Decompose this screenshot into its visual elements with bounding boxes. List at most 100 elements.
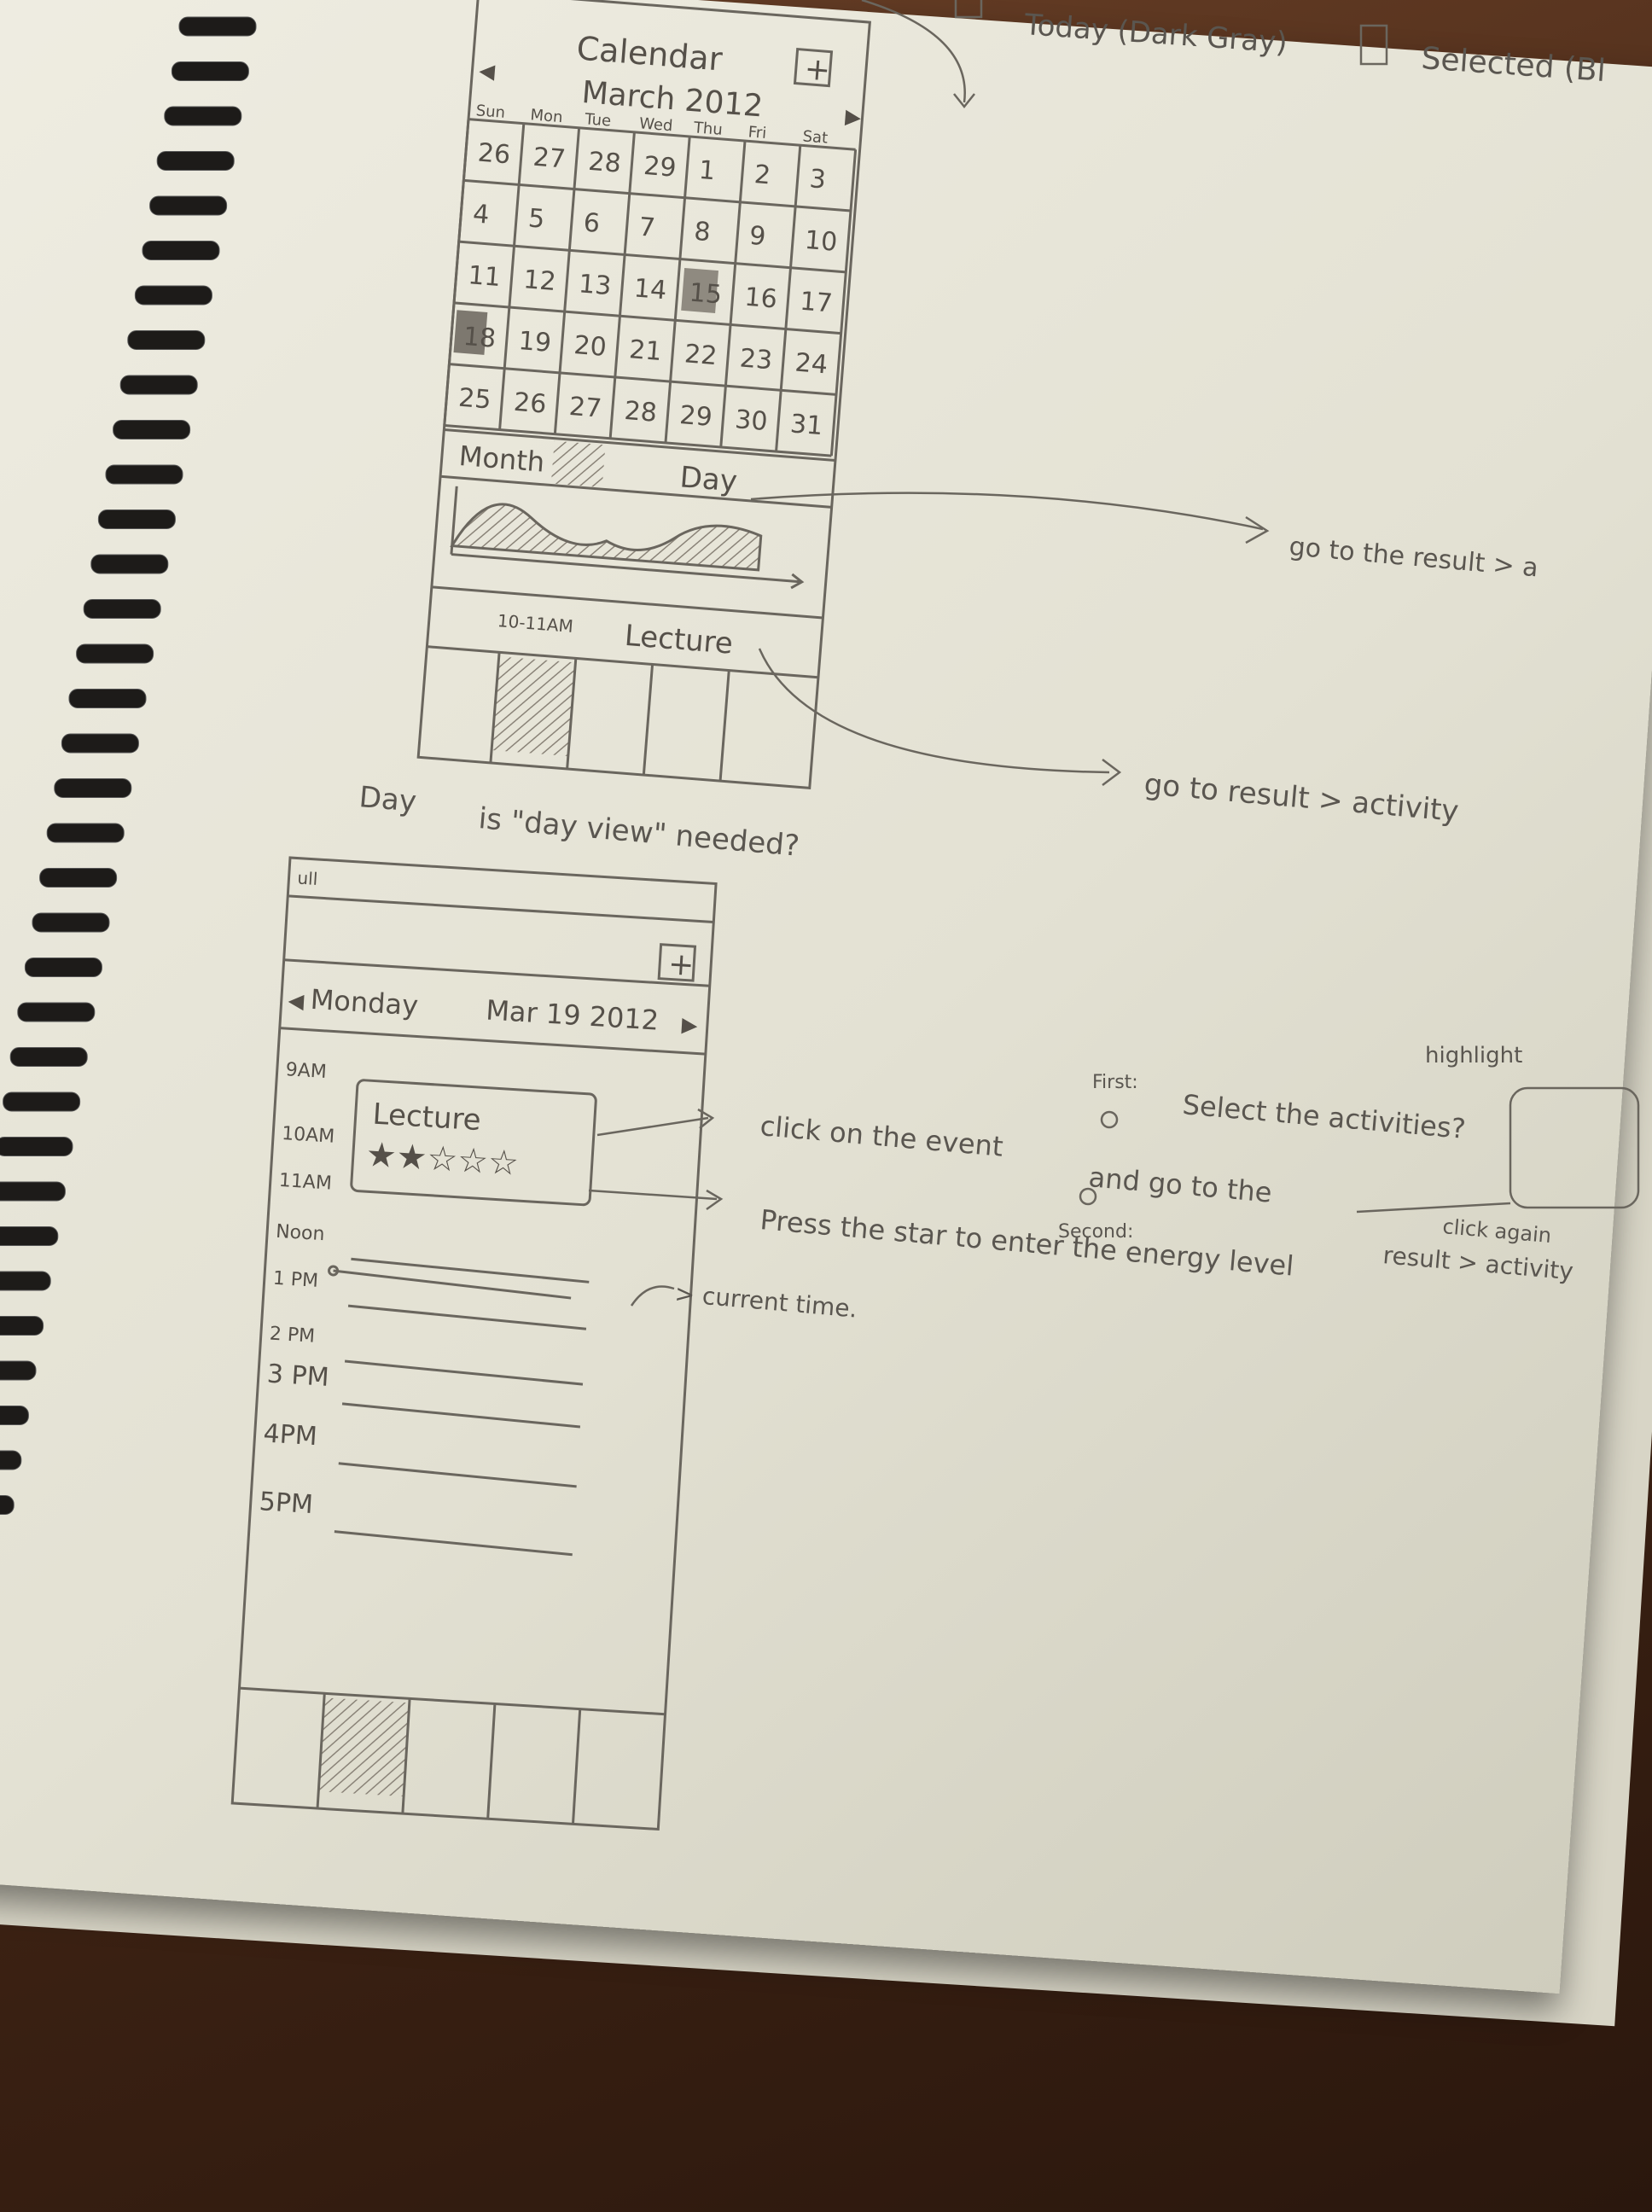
spiral-ring (105, 464, 183, 485)
spiral-ring (0, 1316, 44, 1336)
energy-graph[interactable] (450, 500, 763, 572)
hour-slot-line[interactable] (341, 1402, 581, 1429)
date-label: Mar 19 2012 (485, 993, 660, 1036)
and-go: and go to the (1087, 1161, 1273, 1209)
calendar-day-cell[interactable]: 28 (587, 147, 622, 179)
hour-slot-line[interactable] (347, 1304, 587, 1330)
calendar-day-cell[interactable]: 10 (804, 225, 839, 258)
event-name[interactable]: Lecture (624, 619, 735, 661)
tab-day[interactable]: Day (678, 460, 738, 498)
calendar-day-cell[interactable]: 1 (698, 155, 717, 186)
calendar-day-cell[interactable]: 7 (637, 212, 656, 243)
calendar-day-cell[interactable]: 20 (573, 330, 608, 363)
spiral-binding (0, 16, 257, 1515)
arrow-click-event (596, 1116, 709, 1137)
calendar-day-cell[interactable]: 4 (472, 199, 491, 230)
current-time-line (333, 1269, 572, 1300)
spiral-ring (9, 1047, 88, 1067)
hour-slot-line[interactable] (334, 1530, 573, 1557)
calendar-day-cell[interactable]: 17 (799, 287, 834, 319)
calendar-day-cell[interactable]: 21 (628, 335, 663, 367)
add-event-button-day[interactable] (657, 943, 697, 982)
calendar-day-cell[interactable]: 13 (578, 269, 613, 301)
add-event-button[interactable] (793, 47, 834, 88)
prev-month-arrow[interactable]: ◀ (478, 58, 496, 83)
spiral-ring (3, 1091, 81, 1112)
calendar-day-cell[interactable]: 12 (522, 265, 557, 297)
next-day-arrow[interactable]: ▶ (681, 1012, 699, 1037)
hour-label: 4PM (263, 1418, 318, 1452)
calendar-day-cell[interactable]: 9 (748, 221, 767, 252)
day-tab-bar-active[interactable] (318, 1697, 410, 1797)
weekday-label: Thu (692, 119, 723, 139)
day-question-2: is "day view" needed? (477, 801, 800, 864)
calendar-day-cell[interactable]: 28 (623, 396, 658, 428)
select-activities: Select the activities? (1181, 1088, 1467, 1145)
calendar-day-cell[interactable]: 26 (477, 138, 512, 171)
calendar-day-cell[interactable]: 15 (688, 278, 723, 311)
calendar-day-cell[interactable]: 30 (734, 405, 769, 437)
calendar-title: Calendar (575, 29, 724, 78)
spiral-ring (0, 1271, 51, 1291)
calendar-day-cell[interactable]: 23 (739, 343, 774, 375)
day-wireframe: ull + ◀ Monday Mar 19 2012 ▶ 9AM10AM11AM… (230, 856, 718, 1831)
calendar-day-cell[interactable]: 6 (583, 208, 602, 239)
calendar-day-cell[interactable]: 26 (513, 387, 548, 420)
spiral-ring (127, 330, 206, 350)
event-card[interactable] (350, 1079, 597, 1207)
status-bar-text: ull (297, 868, 318, 889)
step-one-circle (1100, 1110, 1119, 1129)
calendar-day-cell[interactable]: 16 (743, 282, 778, 315)
hour-label: 1 PM (272, 1268, 319, 1292)
calendar-day-cell[interactable]: 29 (678, 400, 713, 433)
spiral-ring (46, 823, 125, 843)
calendar-day-cell[interactable]: 24 (794, 348, 829, 381)
weekday-label: Tue (584, 110, 612, 130)
calendar-day-cell[interactable]: 8 (693, 217, 712, 247)
calendar-day-cell[interactable]: 27 (532, 143, 567, 175)
prev-day-arrow[interactable]: ◀ (288, 988, 305, 1013)
selected-day-highlight (681, 267, 718, 313)
tab-bar-active[interactable] (492, 656, 576, 757)
next-month-arrow[interactable]: ▶ (845, 104, 863, 129)
spiral-ring (156, 151, 235, 171)
hour-label: 10AM (281, 1123, 334, 1148)
today-highlight (453, 310, 488, 355)
spiral-ring (61, 733, 139, 754)
arrow-current-time (630, 1285, 675, 1307)
weekday-label: Fri (747, 123, 767, 143)
spiral-ring (149, 195, 228, 216)
arrow-click-again (1356, 1202, 1511, 1214)
highlight-label: highlight (1425, 1043, 1522, 1068)
spiral-ring (178, 16, 257, 37)
hour-slot-line[interactable] (338, 1462, 577, 1488)
hour-slot-line[interactable] (351, 1257, 590, 1284)
legend-today-swatch (954, 0, 983, 19)
energy-stars[interactable]: ★★☆☆☆ (365, 1135, 521, 1184)
calendar-day-cell[interactable]: 19 (517, 326, 552, 358)
spiral-ring (0, 1137, 73, 1156)
calendar-day-cell[interactable]: 11 (467, 260, 502, 293)
calendar-day-cell[interactable]: 27 (568, 392, 603, 424)
calendar-day-cell[interactable]: 22 (683, 339, 718, 371)
press-star: Press the star to enter the energy level (759, 1203, 1294, 1283)
hour-label: 5PM (259, 1487, 314, 1520)
calendar-day-cell[interactable]: 5 (527, 203, 546, 234)
spiral-ring (97, 509, 176, 529)
hour-slot-line[interactable] (344, 1359, 584, 1386)
calendar-day-cell[interactable]: 3 (808, 164, 827, 195)
calendar-day-cell[interactable]: 29 (643, 151, 678, 183)
spiral-ring (0, 1360, 37, 1381)
spiral-ring (17, 1002, 96, 1022)
calendar-day-cell[interactable]: 18 (462, 322, 497, 354)
calendar-day-cell[interactable]: 2 (753, 160, 772, 190)
calendar-day-cell[interactable]: 25 (457, 383, 492, 416)
current-time: > current time. (673, 1279, 858, 1324)
event-time: 10-11AM (497, 610, 574, 637)
tab-month[interactable]: Month (458, 439, 546, 479)
weekday-label: Mon (530, 106, 563, 126)
event-card-title: Lecture (372, 1097, 482, 1138)
calendar-day-cell[interactable]: 31 (789, 409, 824, 441)
spiral-ring (39, 868, 118, 888)
calendar-day-cell[interactable]: 14 (633, 273, 668, 306)
